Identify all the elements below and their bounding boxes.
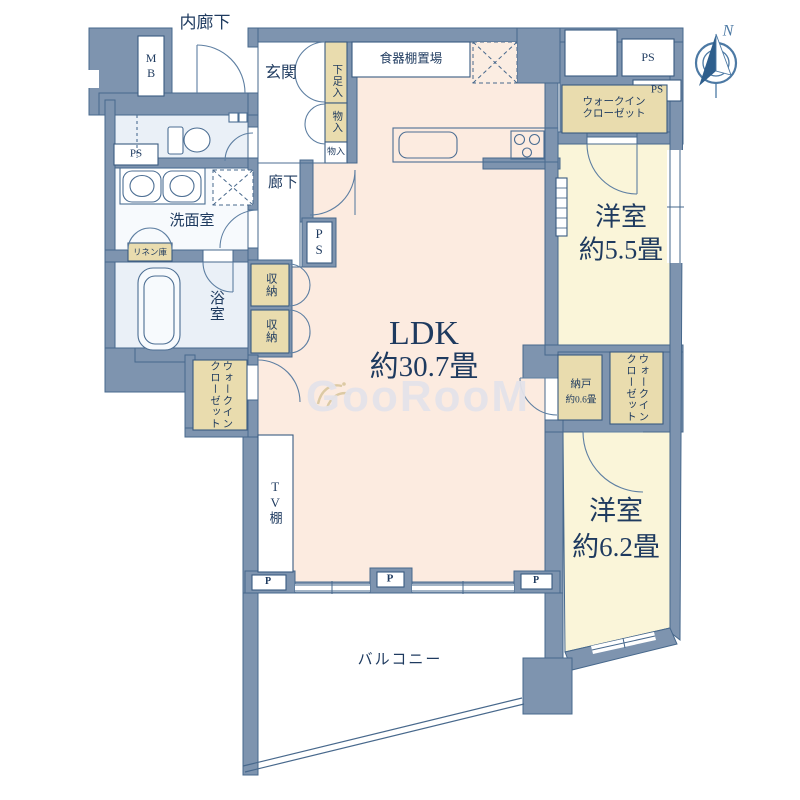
western-5-5-size: 約5.5畳 (578, 235, 664, 265)
wic-right-box (609, 351, 664, 425)
compass-north-label: N (722, 22, 734, 40)
pillar-2-label: P (386, 572, 394, 585)
wic-top-right-label: ウォークイン クローゼット (582, 96, 646, 120)
linen-box (127, 242, 173, 262)
tv-shelf-label: TV棚 (267, 479, 283, 525)
ldk-size: 約30.7畳 (369, 350, 479, 383)
inner-corridor-area (172, 28, 248, 94)
ps-top-1-label: PS (641, 49, 655, 64)
bathroom (114, 261, 251, 349)
hatch-squares (212, 41, 518, 206)
ldk-name: LDK (389, 314, 459, 352)
doors-layer (127, 41, 644, 493)
toilet-tank (167, 126, 184, 155)
watermark-text: GooRooM (305, 372, 531, 422)
boxes-layer (113, 29, 682, 591)
western-5-5-name: 洋室 (594, 202, 648, 232)
western-6-2-size: 約6.2畳 (572, 532, 660, 563)
nando-box (557, 354, 603, 421)
compass-icon (694, 33, 738, 98)
fixtures-layer (119, 112, 559, 351)
vanity-basin-2 (162, 170, 202, 203)
balcony-floor (258, 593, 545, 766)
wic-top-right-box (561, 84, 668, 134)
pillar-3-label: P (532, 575, 540, 587)
wall-notch (85, 70, 99, 88)
nando-name: 納戸 (570, 378, 592, 390)
western-6-2-name: 洋室 (589, 496, 643, 527)
balcony-railing (242, 697, 525, 773)
windows-layer (295, 150, 684, 654)
storage-1-label: 物入 (331, 110, 343, 134)
tv-shelf-box (257, 434, 294, 573)
storage-2-label: 物入 (326, 146, 346, 157)
wic-left-box (192, 359, 248, 431)
kitchen-stove (510, 130, 545, 160)
shuno-box-1 (250, 263, 290, 307)
linen-label: リネン庫 (132, 246, 168, 257)
bath-label: 浴室 (207, 290, 224, 322)
ps-box-left (113, 143, 159, 166)
inner-corridor-label: 内廊下 (179, 12, 231, 32)
toilet-remote (228, 112, 239, 123)
mb-label: MB (144, 51, 159, 81)
dish-shelf-box (351, 41, 471, 78)
ps-box-top-1 (621, 38, 675, 77)
shoe-box-label: 下足入 (331, 63, 343, 99)
watermark-bird-icon (316, 382, 352, 409)
genkan-label: 玄関 (264, 64, 298, 82)
ps-top-2-label: PS (650, 83, 664, 96)
pillar-1-label: P (264, 576, 272, 588)
wic-right-label: ウォークイン クローゼット (625, 353, 649, 423)
shelf-ladder (555, 177, 568, 237)
kitchen-sink (398, 131, 458, 159)
mb-box (137, 35, 165, 97)
pillar-box-1 (251, 574, 287, 591)
hallway-floor (257, 162, 301, 268)
ps-left-label: PS (129, 147, 143, 160)
toilet-bowl (183, 127, 211, 153)
shuno-box-2 (250, 309, 290, 354)
pillar-box-3 (520, 573, 553, 590)
ps-box-center (306, 221, 333, 264)
wic-left-label: ウォークイン クローゼット (209, 360, 233, 430)
hallway-label: 廊下 (267, 175, 299, 192)
ladder-rungs (556, 187, 567, 229)
washroom-label: 洗面室 (169, 213, 215, 230)
utility-box-top-right (564, 29, 618, 77)
dish-shelf-label: 食器棚置場 (379, 51, 443, 66)
vanity-basin-1 (122, 170, 162, 203)
bathtub (137, 267, 181, 351)
kitchen-counter (392, 127, 559, 163)
pillar-box-2 (376, 571, 405, 588)
shuno-1-label: 収納 (264, 272, 277, 298)
shuno-2-label: 収納 (264, 318, 277, 344)
ps-center-label: PS (311, 226, 327, 258)
nando-size: 約0.6畳 (565, 395, 597, 406)
balcony-label: バルコニー (357, 652, 443, 669)
